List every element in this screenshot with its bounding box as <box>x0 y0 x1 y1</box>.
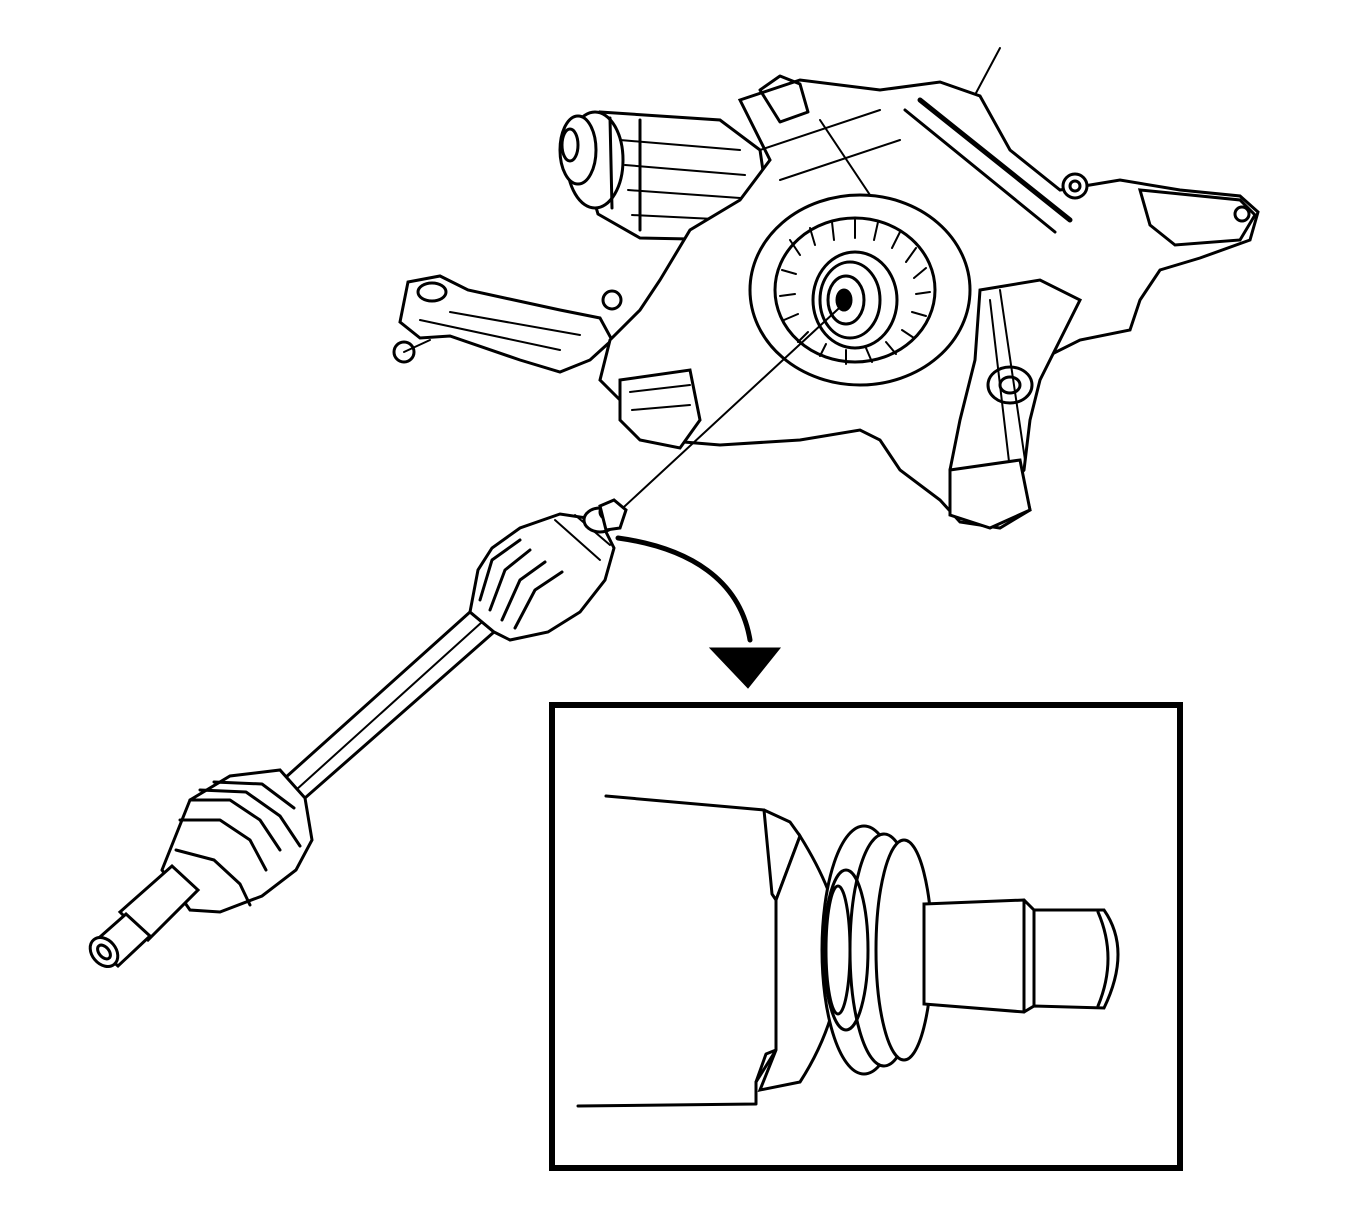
inner-spline-shaft <box>598 498 628 532</box>
differential-output-seal <box>818 260 882 340</box>
left-lateral-arm <box>392 274 614 374</box>
rear-cradle-assembly <box>392 47 1260 530</box>
lower-left-bracket <box>601 289 702 450</box>
axle-shaft <box>88 498 628 969</box>
installation-direction-arrow <box>615 535 782 689</box>
outer-cv-joint-boot <box>160 768 314 914</box>
inner-cv-joint-boot <box>468 502 622 642</box>
alignment-leader-line <box>611 297 851 519</box>
retaining-ring-groove <box>820 824 934 1076</box>
axle-bar <box>282 610 497 801</box>
detail-inset <box>549 702 1183 1171</box>
enlarged-spline-end <box>576 794 1120 1108</box>
outer-stub-shaft <box>88 863 201 969</box>
right-suspension-link <box>948 278 1083 530</box>
